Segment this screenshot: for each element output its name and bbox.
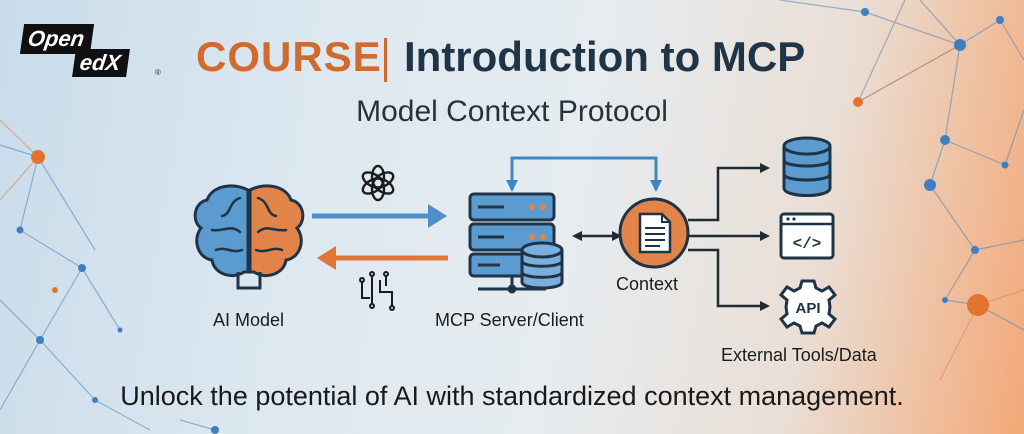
api-gear-icon: API xyxy=(778,279,838,335)
document-icon xyxy=(618,197,690,269)
database-icon xyxy=(782,136,832,197)
openai-icon xyxy=(361,164,395,202)
ai-model-label: AI Model xyxy=(213,310,285,330)
course-title: Introduction to MCP xyxy=(404,33,806,80)
title-divider xyxy=(384,38,387,82)
tagline: Unlock the potential of AI with standard… xyxy=(120,381,904,411)
code-window-icon: </> xyxy=(779,212,835,260)
logo-registered-mark: ® xyxy=(155,68,161,77)
server-database-icon xyxy=(520,241,564,290)
api-badge: API xyxy=(795,300,820,317)
server-client-label: MCP Server/Client xyxy=(435,310,584,330)
server-stack-icon xyxy=(468,192,556,294)
openedx-logo[interactable]: Open edX ® xyxy=(19,24,161,77)
circuit-icon xyxy=(359,271,395,311)
loop-arrow xyxy=(510,156,658,190)
code-glyph: </> xyxy=(793,235,822,253)
brain-icon xyxy=(193,184,305,290)
course-label: COURSE xyxy=(196,33,382,80)
external-tools-label: External Tools/Data xyxy=(721,345,877,365)
context-label: Context xyxy=(616,274,679,294)
course-subtitle: Model Context Protocol xyxy=(356,95,668,128)
